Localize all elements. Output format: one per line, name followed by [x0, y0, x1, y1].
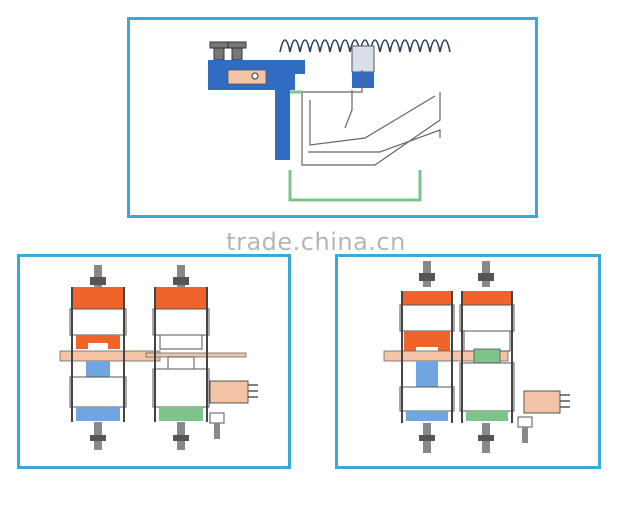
switch-assembly-open	[59, 265, 258, 450]
plunger-block	[351, 45, 375, 73]
peach-insert	[227, 69, 267, 85]
top-diagram-panel	[127, 17, 538, 218]
lever-lines	[301, 70, 441, 166]
watermark: trade.china.cn	[226, 228, 406, 256]
blue-frame	[208, 60, 305, 160]
coil-spring	[278, 39, 451, 53]
right-panel-micro-switch	[517, 390, 570, 443]
left-assembly	[59, 265, 161, 450]
left-diagram-panel	[17, 254, 291, 469]
micro-switch	[209, 380, 258, 439]
plunger-base	[352, 72, 374, 88]
right-diagram-panel	[335, 254, 601, 469]
right-panel-middle-assembly	[459, 261, 515, 453]
top-screws	[209, 41, 247, 61]
right-panel-left-assembly	[383, 261, 509, 453]
middle-assembly	[145, 265, 247, 450]
green-bracket	[288, 170, 422, 202]
lever-clamp-diagram	[208, 39, 451, 202]
switch-assembly-closed	[383, 261, 570, 453]
